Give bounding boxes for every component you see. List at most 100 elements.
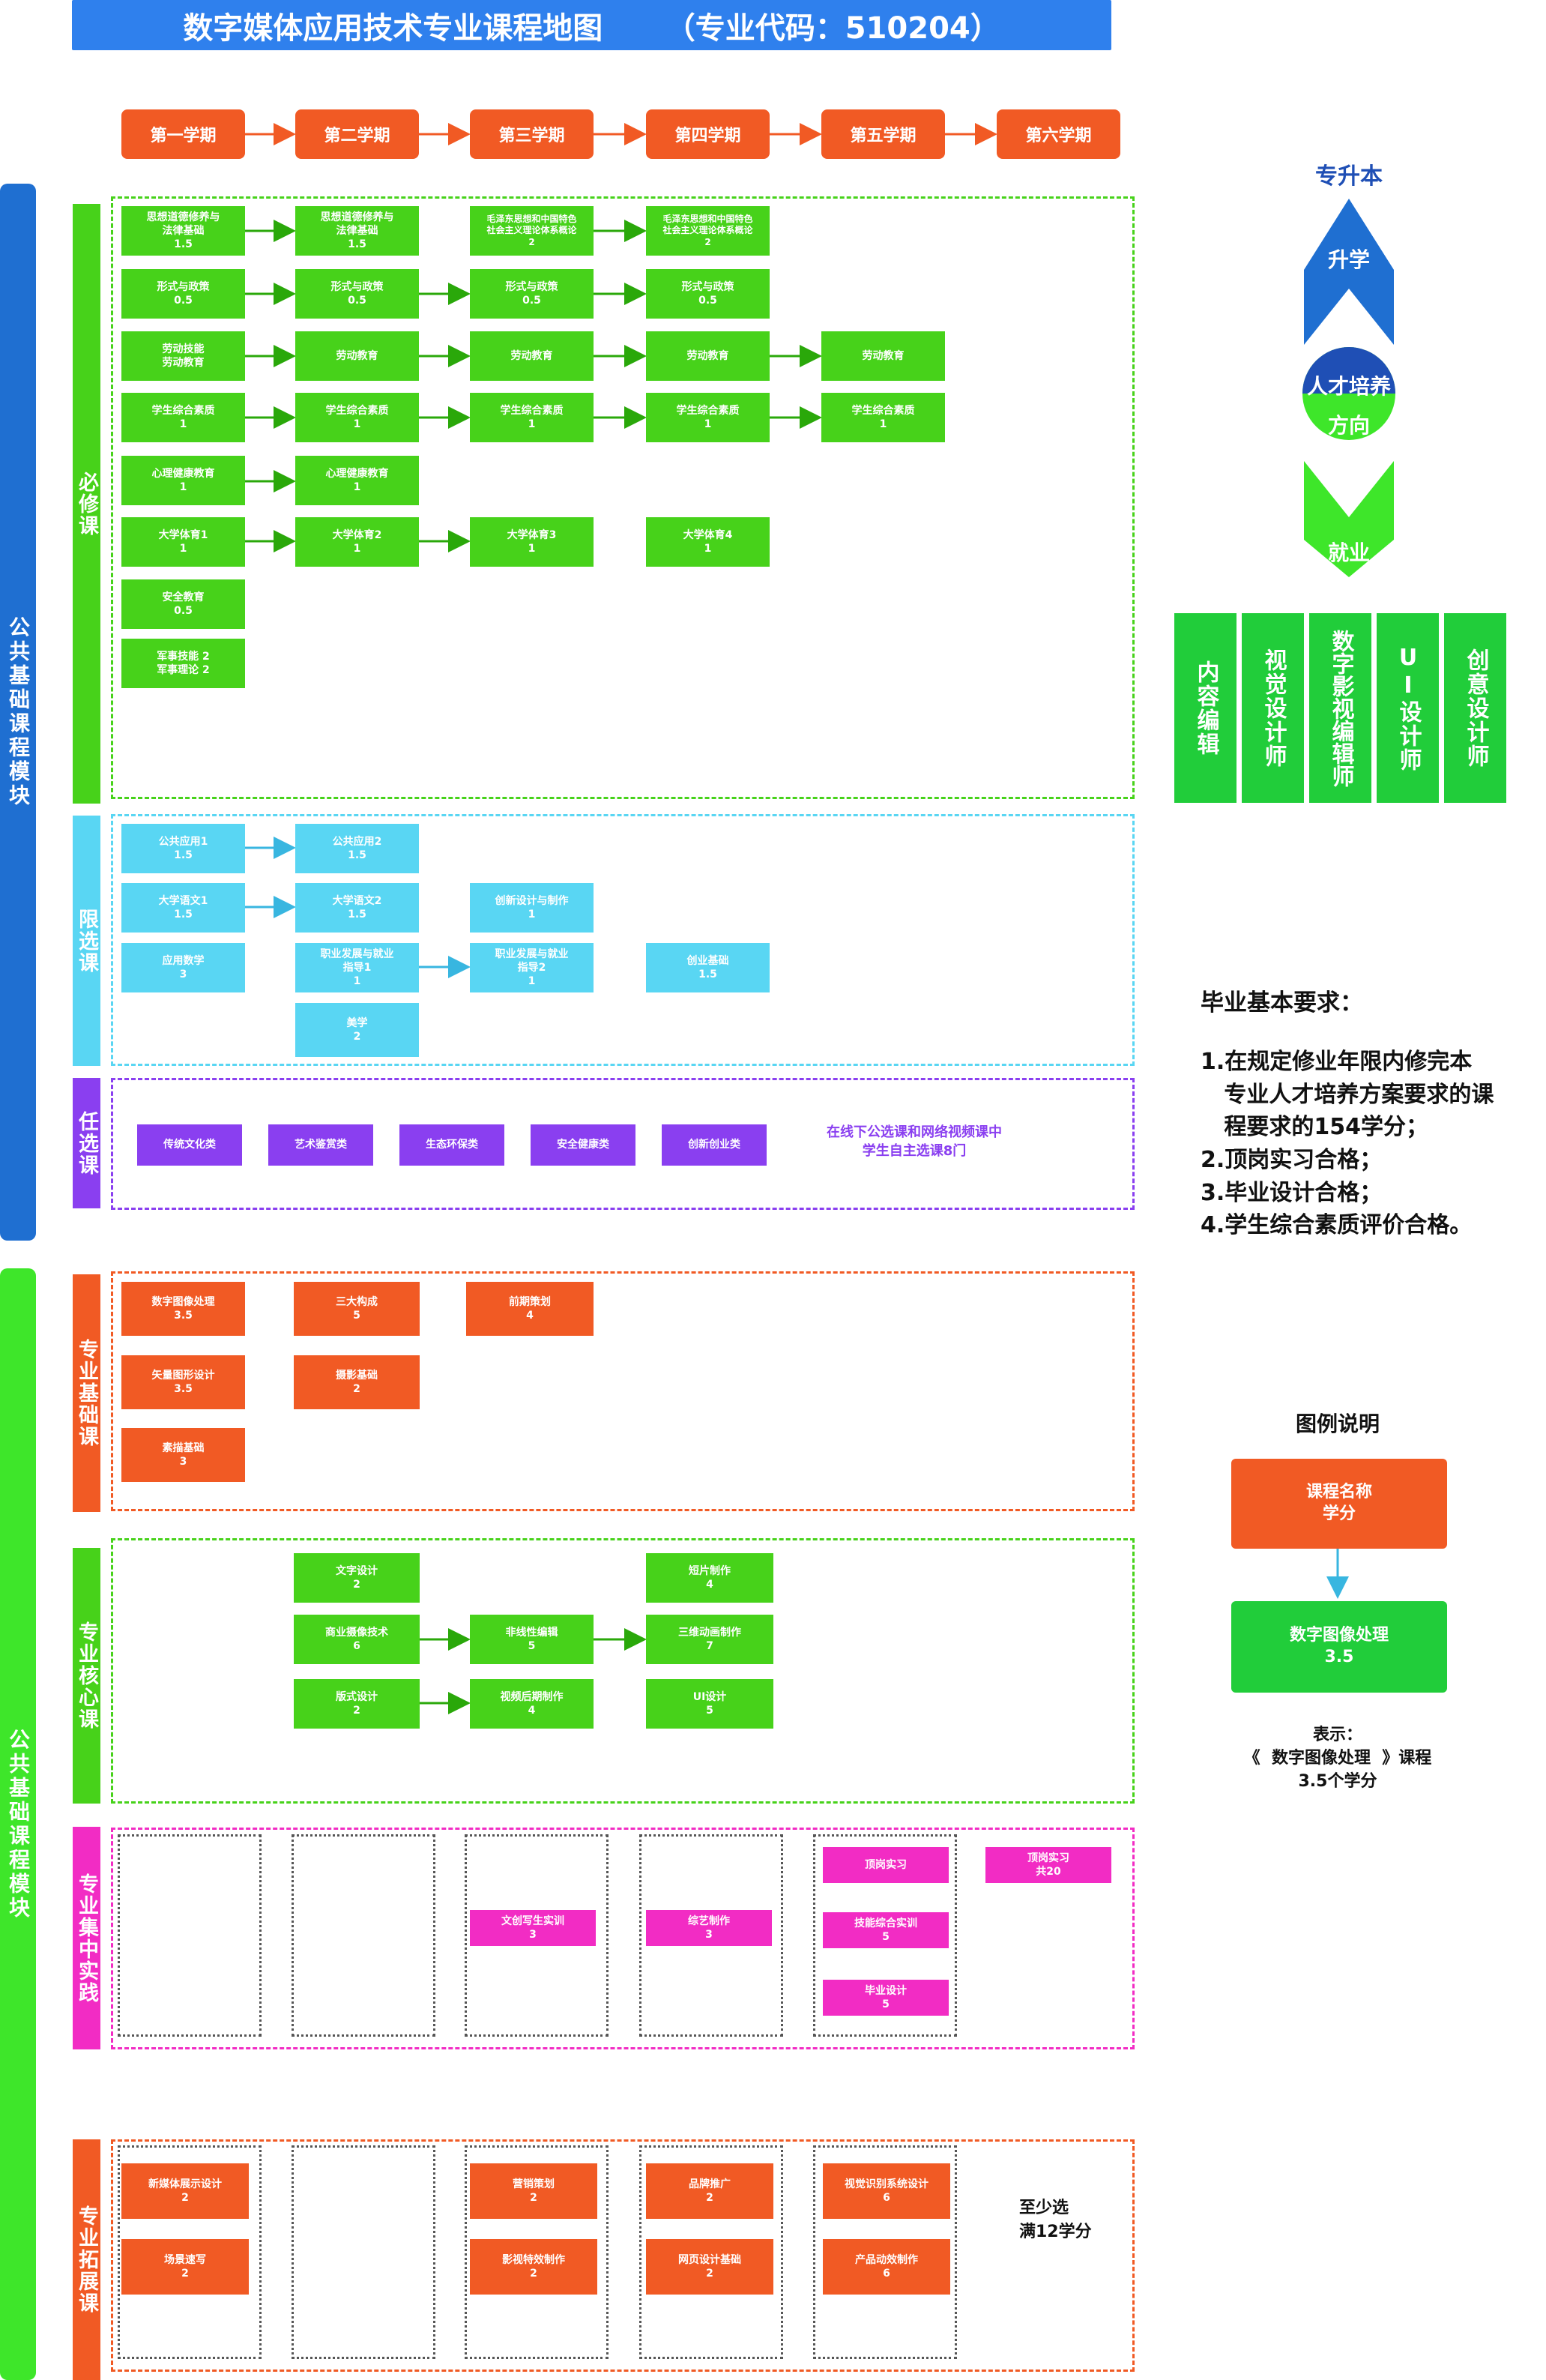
- extend-cell-sem3: [465, 2145, 609, 2359]
- course-credit: 6: [883, 2192, 890, 2204]
- course-name: 公共应用2: [332, 835, 382, 848]
- course-credit: 2: [530, 2192, 537, 2204]
- course-name: 安全健康类: [557, 1139, 609, 1151]
- zone-prof-core: [111, 1538, 1135, 1804]
- legend-example-name: 数字图像处理: [1289, 1626, 1389, 1645]
- course-name: 影视特效制作: [502, 2253, 565, 2266]
- semester-3: 第三学期: [470, 109, 594, 159]
- practice-cell-sem3: [465, 1834, 609, 2037]
- course-name: 大学体育4: [683, 528, 733, 541]
- course-name: 矢量图形设计: [151, 1369, 215, 1382]
- course-box: 军事技能 2 军事理论 2: [121, 639, 245, 688]
- course-credit: 1: [704, 418, 712, 430]
- legend-box: 课程名称学分: [1231, 1459, 1447, 1549]
- semester-5: 第五学期: [821, 109, 945, 159]
- course-credit: 6: [883, 2268, 890, 2280]
- requirement-item: 1.在规定修业年限内修完本 专业人才培养方案要求的课 程要求的154学分；: [1201, 1049, 1494, 1140]
- course-name: 形式与政策: [157, 280, 210, 293]
- course-credit: 1.5: [348, 849, 366, 861]
- course-credit: 4: [706, 1579, 713, 1591]
- course-name: 大学体育3: [507, 528, 557, 541]
- course-box: 顶岗实习共20: [985, 1847, 1111, 1883]
- category-prof-core: 专业核心课: [73, 1548, 100, 1804]
- course-box: 劳动教育: [646, 331, 770, 381]
- course-credit: 1: [879, 418, 887, 430]
- course-name: 劳动教育: [686, 349, 729, 362]
- course-name: 创业基础: [686, 954, 729, 967]
- course-credit: 5: [353, 1310, 360, 1322]
- course-name: 毛泽东思想和中国特色 社会主义理论体系概论: [486, 213, 577, 236]
- course-credit: 2: [530, 2268, 537, 2280]
- category-elective: 任选课: [73, 1078, 100, 1208]
- course-credit: 1: [528, 418, 536, 430]
- course-credit: 1.5: [174, 849, 193, 861]
- course-name: 商业摄像技术: [325, 1626, 388, 1639]
- course-credit: 2: [181, 2268, 189, 2280]
- category-prof-practice: 专业集中实践: [73, 1827, 100, 2049]
- course-name: 大学体育1: [158, 528, 208, 541]
- course-credit: 2: [706, 2268, 713, 2280]
- course-name: 思想道德修养与 法律基础: [320, 211, 394, 237]
- category-prof-extend: 专业拓展课: [73, 2139, 100, 2380]
- course-name: 形式与政策: [330, 280, 384, 293]
- course-name: 大学语文1: [158, 894, 208, 907]
- course-name: 心理健康教育: [325, 467, 389, 480]
- course-name: 劳动教育: [336, 349, 378, 362]
- category-prof-basic: 专业基础课: [73, 1274, 100, 1512]
- module-bar-top: 公共基础课程模块: [0, 184, 36, 1241]
- page-title: 数字媒体应用技术专业课程地图 （专业代码：510204）: [72, 0, 1111, 50]
- career-visual-designer: 视觉设计师: [1242, 613, 1304, 803]
- course-credit: 5: [882, 1931, 890, 1943]
- course-name: 产品动效制作: [855, 2253, 918, 2266]
- course-box: 顶岗实习: [823, 1847, 949, 1883]
- requirement-item: 2.顶岗实习合格；: [1201, 1147, 1383, 1173]
- legend-title: 图例说明: [1295, 1412, 1380, 1436]
- course-name: 三大构成: [336, 1295, 378, 1308]
- course-name: 营销策划: [513, 2178, 555, 2190]
- course-box: 劳动教育: [821, 331, 945, 381]
- requirement-item: 3.毕业设计合格；: [1201, 1180, 1383, 1206]
- zone-prof-basic: [111, 1271, 1135, 1511]
- course-credit: 1: [353, 975, 361, 988]
- course-box: 劳动教育: [470, 331, 594, 381]
- course-credit: 1.5: [348, 909, 366, 921]
- direction-center-top: 人才培养: [1306, 374, 1391, 399]
- course-name: 非线性编辑: [505, 1626, 558, 1639]
- course-credit: 1.5: [174, 238, 193, 251]
- course-name: 学生综合素质: [151, 404, 215, 417]
- course-name: 新媒体展示设计: [148, 2178, 222, 2190]
- course-name: 生态环保类: [426, 1139, 478, 1151]
- course-name: 职业发展与就业 指导1: [320, 948, 394, 974]
- course-name: 大学语文2: [332, 894, 382, 907]
- course-credit: 1: [704, 543, 712, 555]
- course-name: 顶岗实习: [865, 1858, 907, 1871]
- course-credit: 1.5: [698, 968, 717, 980]
- semester-6: 第六学期: [997, 109, 1120, 159]
- practice-cell-sem4: [639, 1834, 783, 2037]
- course-credit: 1: [179, 481, 187, 493]
- zone-prof-practice: [111, 1828, 1135, 2049]
- direction-title: 专升本: [1315, 163, 1383, 190]
- course-credit: 0.5: [174, 295, 193, 307]
- course-credit: 2: [353, 1383, 360, 1395]
- course-name: 数字图像处理: [151, 1295, 215, 1308]
- practice-cell-sem1: [118, 1834, 262, 2037]
- course-credit: 1: [528, 975, 536, 988]
- course-credit: 0.5: [174, 605, 193, 617]
- course-box: 形式与政策 0.5: [121, 269, 245, 319]
- course-name: 视频后期制作: [500, 1690, 564, 1703]
